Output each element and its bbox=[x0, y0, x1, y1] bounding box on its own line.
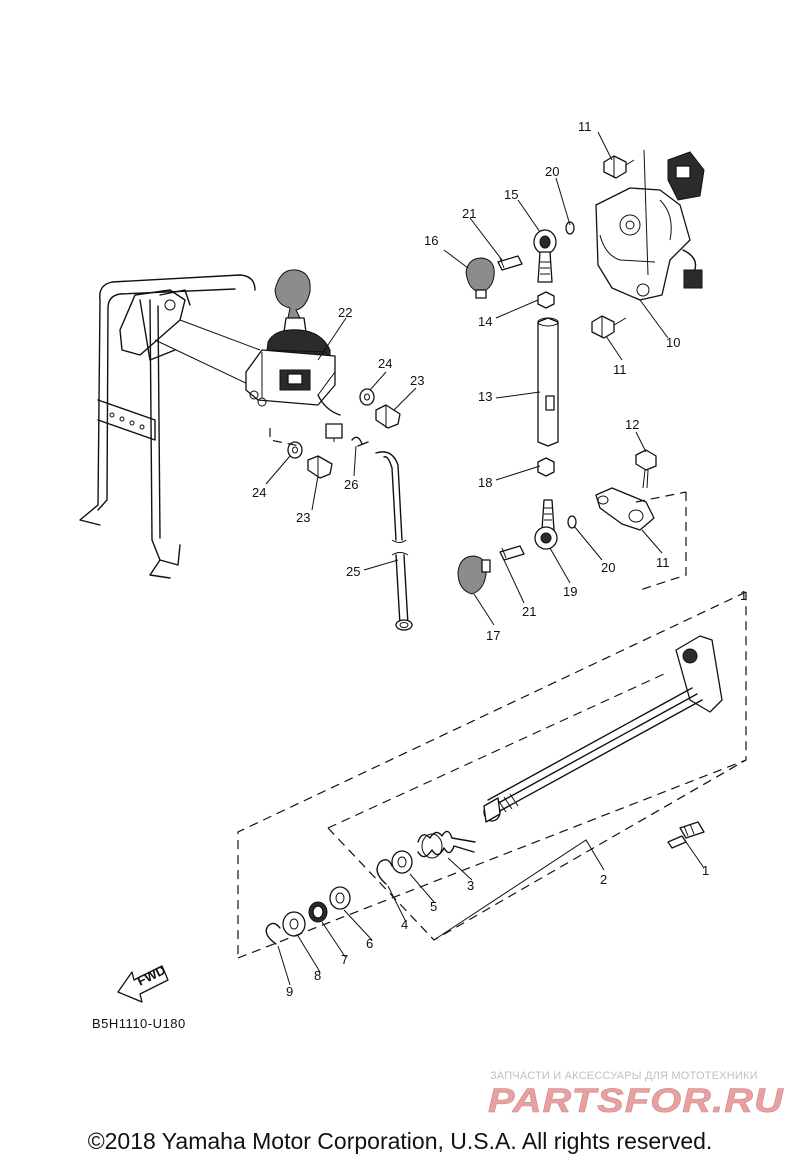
callout-3: 3 bbox=[467, 878, 474, 893]
shift-shaft-drawing bbox=[483, 635, 723, 823]
callout-10: 10 bbox=[666, 335, 680, 350]
callout-1-group: 1 bbox=[740, 588, 747, 603]
callout-14: 13 bbox=[478, 389, 492, 404]
callout-16: 15 bbox=[504, 187, 518, 202]
callout-5: 5 bbox=[430, 899, 437, 914]
callout-20-lower: 20 bbox=[601, 560, 615, 575]
shift-lever-assembly-drawing bbox=[245, 269, 343, 442]
callout-17-lower: 17 bbox=[486, 628, 500, 643]
callout-19: 19 bbox=[563, 584, 577, 599]
callout-4: 4 bbox=[401, 917, 408, 932]
callout-23-right: 23 bbox=[410, 373, 424, 388]
diagram-code: B5H1110-U180 bbox=[92, 1016, 186, 1031]
lower-linkage-drawing bbox=[457, 449, 657, 595]
actuator-bracket-drawing bbox=[595, 149, 705, 301]
callout-1: 1 bbox=[702, 863, 709, 878]
callout-7: 7 bbox=[341, 952, 348, 967]
callout-25: 25 bbox=[346, 564, 360, 579]
assembly-group-outlines bbox=[237, 428, 747, 959]
copyright-notice: ©2018 Yamaha Motor Corporation, U.S.A. A… bbox=[87, 1128, 713, 1154]
fwd-arrow-icon: FWD bbox=[117, 962, 169, 1003]
callout-15: 14 bbox=[478, 314, 492, 329]
callout-17-upper: 16 bbox=[424, 233, 438, 248]
watermark-logo: PARTSFOR.RU bbox=[488, 1082, 785, 1120]
callout-26: 26 bbox=[344, 477, 358, 492]
watermark-tagline: ЗАПЧАСТИ И АКСЕССУАРЫ ДЛЯ МОТОТЕХНИКИ bbox=[490, 1070, 758, 1082]
shift-cable-drawing bbox=[375, 451, 413, 631]
callout-21-lower: 21 bbox=[522, 604, 536, 619]
callout-24-left: 24 bbox=[252, 485, 266, 500]
small-shaft-parts-drawing bbox=[265, 821, 705, 945]
callout-11-upper: 11 bbox=[578, 119, 592, 134]
callout-leader-lines bbox=[265, 131, 705, 986]
part-number-callouts: 11 20 15 21 16 14 13 18 10 11 12 11 20 1… bbox=[252, 119, 747, 999]
callout-11-lower: 11 bbox=[613, 362, 627, 377]
callout-12: 11 bbox=[656, 555, 670, 570]
callout-8: 8 bbox=[314, 968, 321, 983]
callout-22: 22 bbox=[338, 305, 352, 320]
callout-13: 12 bbox=[625, 417, 639, 432]
callout-21-upper: 21 bbox=[462, 206, 476, 221]
callout-6: 6 bbox=[366, 936, 373, 951]
watermark-logo-text: PARTSFOR.RU bbox=[488, 1082, 785, 1120]
callout-24-right: 24 bbox=[378, 356, 392, 371]
shift-rod-drawing bbox=[537, 291, 559, 477]
callout-2: 2 bbox=[600, 872, 607, 887]
bolts-11-drawing bbox=[591, 155, 635, 339]
callout-20-upper: 20 bbox=[545, 164, 559, 179]
callout-9: 9 bbox=[286, 984, 293, 999]
frame-bracket-drawing bbox=[79, 274, 261, 579]
fasteners-23-24-drawing bbox=[287, 388, 401, 479]
upper-rod-end-drawing bbox=[465, 221, 575, 299]
callout-23-left: 23 bbox=[296, 510, 310, 525]
callout-18: 18 bbox=[478, 475, 492, 490]
